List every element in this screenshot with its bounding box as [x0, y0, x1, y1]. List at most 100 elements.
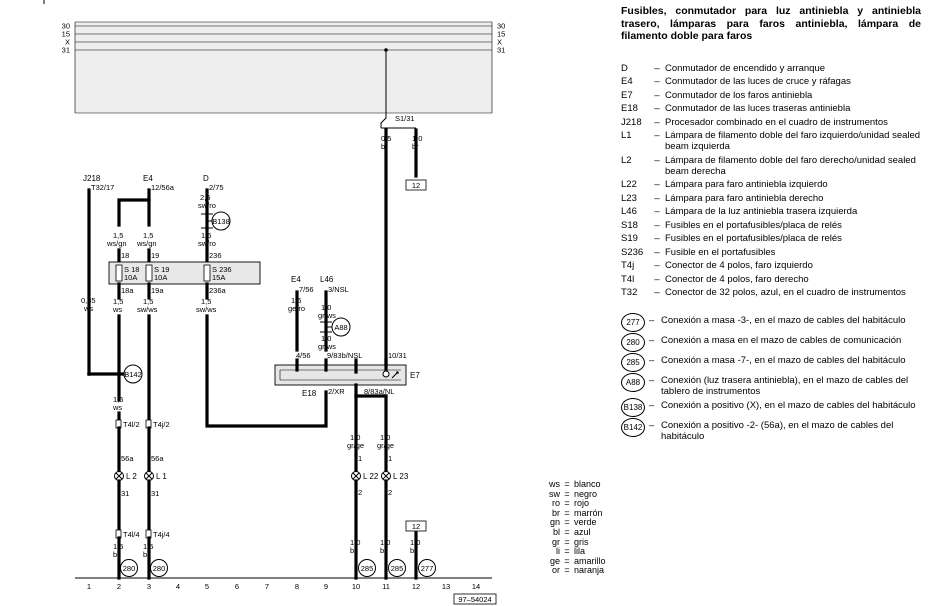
- color-key-row: bl=azul: [543, 527, 606, 538]
- color-code: br: [551, 507, 560, 518]
- connection-item: B138–Conexión a positivo (X), en el mazo…: [621, 398, 921, 417]
- wire-size: 1,5: [113, 297, 123, 306]
- component-list: D–Conmutador de encendido y arranque E4–…: [621, 63, 921, 299]
- wire-color: ws/gn: [106, 239, 127, 248]
- pin-label: 19: [151, 251, 159, 260]
- rail-label-left-30: 30: [62, 22, 70, 31]
- wire-size: 1,5: [291, 296, 301, 305]
- connector-b138: [211, 211, 231, 231]
- l23-label: L 23: [393, 472, 409, 481]
- ref-box-12: [405, 179, 427, 191]
- wire-color: gr/ws: [318, 311, 336, 320]
- color-code: li: [556, 546, 560, 557]
- ground-280-b: [150, 559, 168, 577]
- color-code: ge: [549, 555, 560, 566]
- connection-item: A88–Conexión (luz trasera antiniebla), e…: [621, 373, 921, 397]
- color-code: sw: [549, 488, 560, 499]
- s131-label: S1/31: [395, 114, 415, 123]
- pin-label: 31: [121, 489, 129, 498]
- color-code: or: [551, 565, 560, 576]
- col-4: 4: [176, 582, 180, 591]
- ref-box-12b: [405, 520, 427, 532]
- l2-label: L 2: [126, 472, 137, 481]
- color-key-row: ro=rojo: [543, 499, 606, 509]
- ground-277: [418, 559, 436, 577]
- legend-item: L46–Lámpara de la luz antiniebla trasera…: [621, 206, 921, 217]
- legend-item: T4l–Conector de 4 polos, faro derecho: [621, 274, 921, 285]
- s19-rating: 10A: [154, 273, 167, 282]
- legend-desc: Conmutador de los faros antiniebla: [665, 89, 813, 101]
- legend-code: S236: [621, 246, 644, 258]
- col-9: 9: [324, 582, 328, 591]
- legend-item: L2–Lámpara de filamento doble del faro d…: [621, 155, 921, 177]
- connection-desc: Conexión a masa -3-, en el mazo de cable…: [661, 315, 906, 326]
- wire-labels-upper: 1,5 ws/gn 1,5 ws/gn 1,5 sw/ro 18 19 236: [106, 231, 222, 260]
- wire-size: 1,0: [321, 334, 331, 343]
- legend-item: S236–Fusible en el portafusibles: [621, 247, 921, 258]
- legend-desc: Lámpara de filamento doble del faro dere…: [665, 154, 916, 177]
- col-1: 1: [87, 582, 91, 591]
- wire-size: 1,0: [412, 134, 422, 143]
- legend-code: T32: [621, 287, 638, 298]
- wire-color: ws: [112, 305, 122, 314]
- color-name: naranja: [574, 565, 605, 576]
- legend-item: L23–Lámpara para faro antiniebla derecho: [621, 193, 921, 204]
- e18-label: E18: [302, 389, 317, 398]
- color-name: rojo: [574, 498, 590, 509]
- doc-id-box: [453, 593, 497, 605]
- legend-item: E4–Conmutador de las luces de cruce y rá…: [621, 76, 921, 87]
- ground-285-b: [388, 559, 406, 577]
- color-key-row: or=naranja: [543, 566, 606, 576]
- connection-desc: Conexión a positivo (X), en el mazo de c…: [661, 400, 916, 411]
- color-key-row: li=lila: [543, 547, 606, 557]
- color-code: ws: [549, 479, 560, 489]
- wire-size: 0,35: [81, 296, 96, 305]
- legend-desc: Lámpara de la luz antiniebla trasera izq…: [665, 206, 858, 217]
- connection-symbol: 280: [621, 333, 645, 352]
- pin-label: 2: [388, 488, 392, 497]
- color-code: ro: [551, 498, 560, 509]
- e4b-pin-label: 7/56: [299, 285, 314, 294]
- legend-code: E7: [621, 89, 633, 101]
- color-name: blanco: [574, 479, 601, 489]
- b142-label: B142: [124, 370, 142, 379]
- pin-label: 1: [358, 454, 362, 463]
- legend-desc: Conmutador de las luces traseras antinie…: [665, 103, 851, 114]
- legend-code: L22: [621, 179, 637, 190]
- a88-label: A88: [334, 323, 347, 332]
- wire-labels-lower: 18a 19a 236a 1,5 ws 1,5 sw/ws 1,5 sw/ws: [112, 286, 227, 314]
- wire-color: sw/ws: [196, 305, 217, 314]
- color-key-row: ge=amarillo: [543, 555, 606, 567]
- col-11: 11: [382, 582, 390, 591]
- legend-item: E18–Conmutador de las luces traseras ant…: [621, 103, 921, 114]
- connection-item: 277–Conexión a masa -3-, en el mazo de c…: [621, 313, 921, 332]
- e4-label: E4: [143, 174, 153, 183]
- legend: Fusibles, conmutador para luz antiniebla…: [621, 5, 921, 445]
- l22-label: L 22: [363, 472, 379, 481]
- ref-label: 12: [412, 522, 420, 531]
- c280-label: 280: [153, 564, 166, 573]
- wire-size: 1,0: [380, 433, 390, 442]
- b138-label: B138: [212, 217, 230, 226]
- pin-label: 2/XR: [328, 387, 345, 396]
- wire-size: 1,5: [201, 297, 211, 306]
- col-3: 3: [147, 582, 151, 591]
- legend-item: T4j–Conector de 4 polos, faro izquierdo: [621, 260, 921, 271]
- e4-switch: E4 12/56a: [117, 174, 175, 227]
- headlamp-l2: T4l/2 56a L 2 31 T4l/4 1,5 br 280: [113, 419, 140, 580]
- wire-size: 1,5: [113, 542, 123, 551]
- legend-code: S18: [621, 219, 638, 231]
- wire-color: sw/ro: [198, 201, 216, 210]
- connection-item: 285–Conexión a masa -7-, en el mazo de c…: [621, 353, 921, 372]
- pin-label: 31: [151, 489, 159, 498]
- supply-rail-band: [75, 22, 492, 113]
- wire-color: gr/ws: [318, 342, 336, 351]
- legend-code: E18: [621, 103, 638, 114]
- pin-label: 19a: [151, 286, 164, 295]
- legend-code: L1: [621, 130, 632, 141]
- connection-list: 277–Conexión a masa -3-, en el mazo de c…: [621, 313, 921, 442]
- legend-item: T32–Conector de 32 polos, azul, en el cu…: [621, 287, 921, 298]
- wire-size: 1,5: [201, 231, 211, 240]
- connection-symbol: 285: [621, 353, 645, 372]
- wire-color: ge/ro: [288, 304, 305, 313]
